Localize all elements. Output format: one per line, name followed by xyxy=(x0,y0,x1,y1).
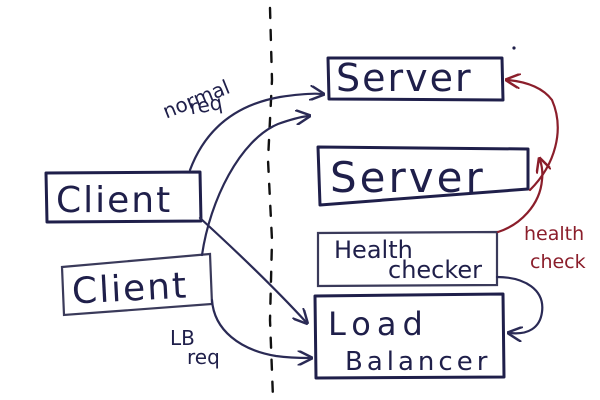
normal-request-arrow xyxy=(188,94,322,172)
health-checker-label-line1: Health xyxy=(334,236,413,264)
ink-dot xyxy=(512,46,516,50)
health-checker-to-load-balancer-arrow xyxy=(495,275,544,333)
client-top-label: Client xyxy=(56,180,172,221)
load-balancer-label-line2: Balancer xyxy=(345,347,491,377)
health-check-arrow-to-server-top xyxy=(508,80,559,192)
lb-req-label-line2: req xyxy=(187,345,220,369)
server-top-label: Server xyxy=(336,56,473,100)
normal-req-label-line2: req xyxy=(188,90,224,119)
load-balancer-node: Load Balancer xyxy=(313,292,506,380)
load-balancer-label-line1: Load xyxy=(328,305,429,343)
client-top-box xyxy=(44,170,203,224)
lb-request-arrow xyxy=(210,298,310,358)
server-top-node: Server xyxy=(326,56,505,102)
load-balancer-box xyxy=(313,292,506,380)
server-mid-box xyxy=(316,145,530,207)
server-mid-label: Server xyxy=(330,153,486,202)
server-mid-node: Server xyxy=(316,145,530,207)
health-check-label-line2: check xyxy=(530,251,586,273)
client-top-node: Client xyxy=(44,170,203,224)
client-bottom-to-server-arrow xyxy=(200,116,308,257)
client-to-load-balancer-arrow xyxy=(198,216,306,322)
client-bottom-label: Client xyxy=(71,266,189,313)
health-check-label-line1: health xyxy=(524,223,584,245)
health-checker-box xyxy=(316,230,499,288)
health-check-arrow-to-server-mid xyxy=(496,160,542,234)
health-checker-label-line2: checker xyxy=(388,256,482,284)
server-top-box xyxy=(326,56,505,102)
network-boundary-line xyxy=(266,6,275,400)
lb-req-label-line1: LB xyxy=(170,326,195,350)
client-bottom-node: Client xyxy=(60,252,214,317)
health-checker-node: Health checker xyxy=(316,230,499,288)
